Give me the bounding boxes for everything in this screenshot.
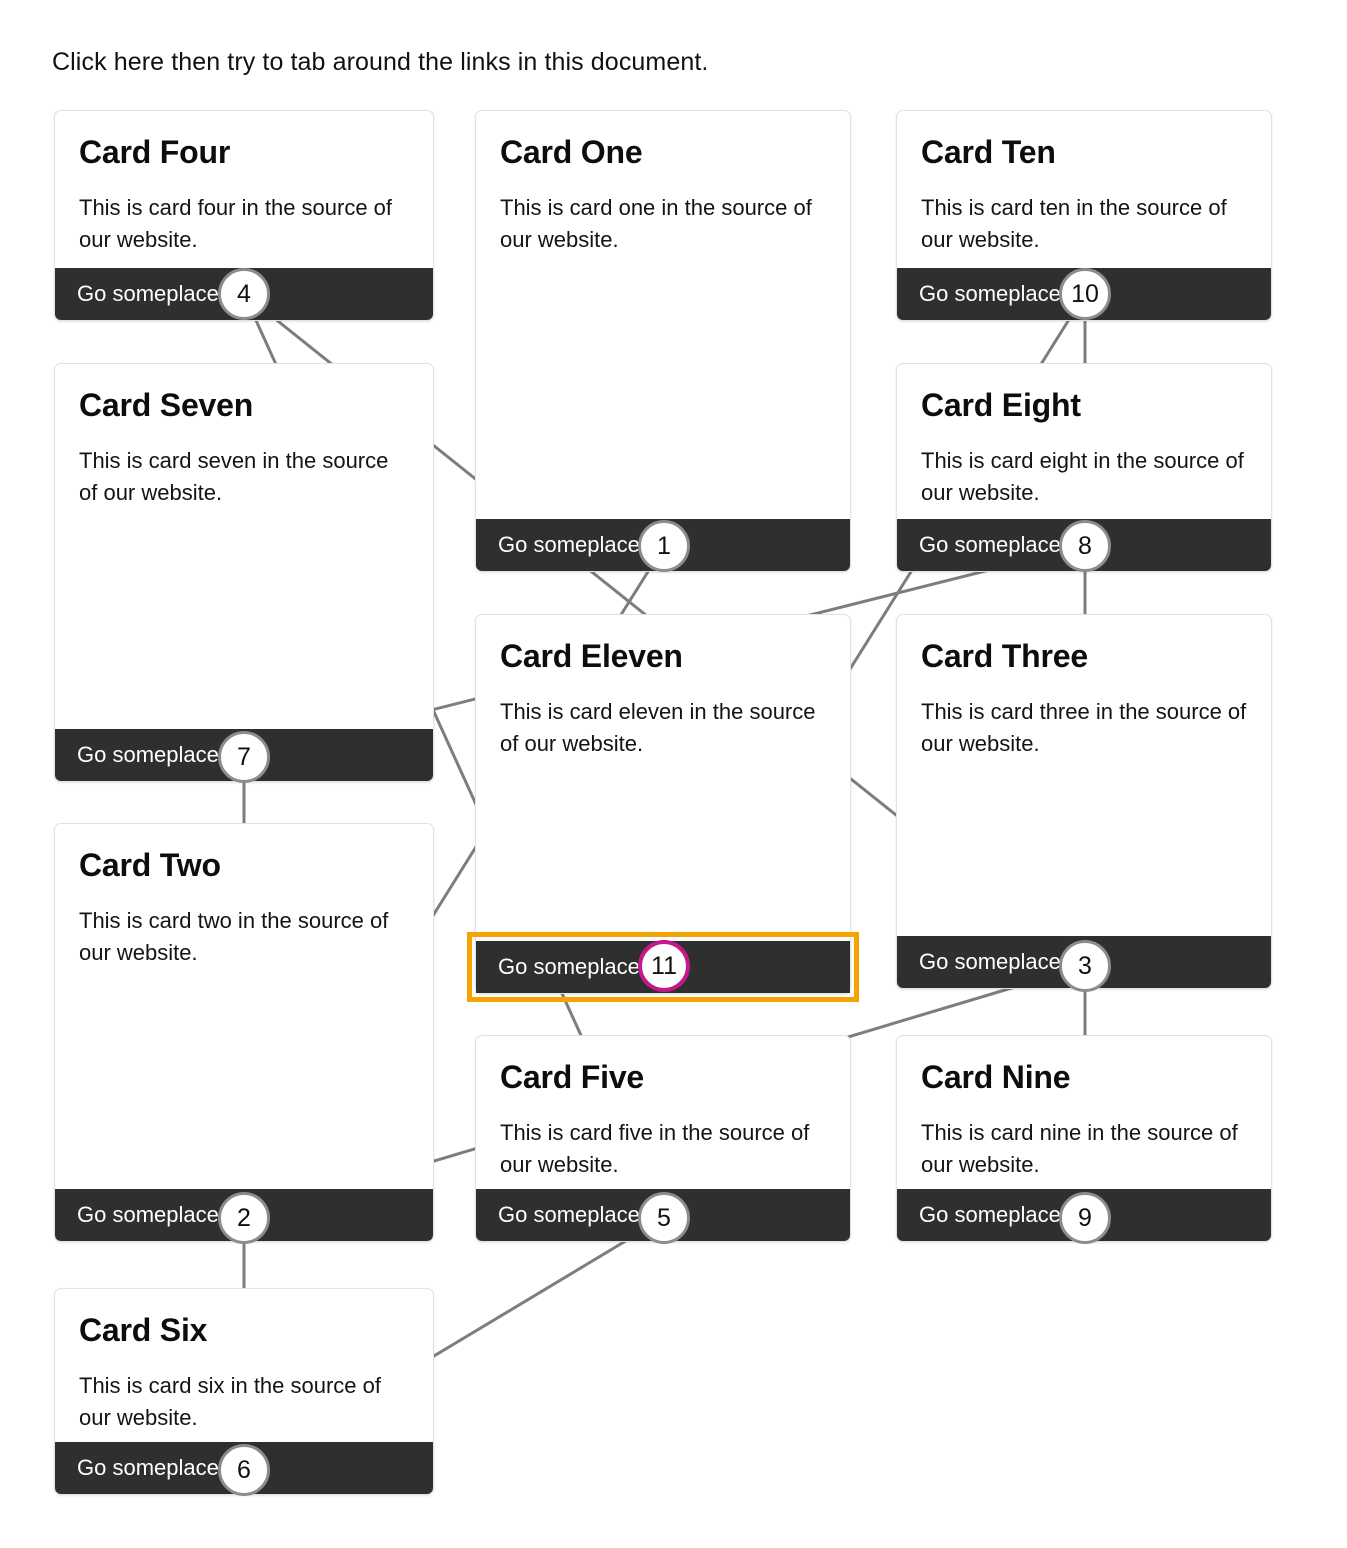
tab-order-badge-10: 10 xyxy=(1059,268,1111,320)
intro-instruction: Click here then try to tab around the li… xyxy=(52,48,709,76)
card-eight-body: This is card eight in the source of our … xyxy=(921,448,1244,506)
tab-order-badge-9: 9 xyxy=(1059,1192,1111,1244)
card-seven-body: This is card seven in the source of our … xyxy=(79,448,389,506)
card-ten-title: Card Ten xyxy=(921,134,1056,170)
card-four-body: This is card four in the source of our w… xyxy=(79,195,393,253)
card-eight-title: Card Eight xyxy=(921,387,1081,423)
card-eleven-body: This is card eleven in the source of our… xyxy=(500,699,816,757)
card-four-title: Card Four xyxy=(79,134,231,170)
tab-order-badge-2: 2 xyxy=(218,1192,270,1244)
card-five-body: This is card five in the source of our w… xyxy=(500,1120,810,1178)
card-nine-title: Card Nine xyxy=(921,1059,1071,1095)
card-two-title: Card Two xyxy=(79,847,221,883)
card-two-body: This is card two in the source of our we… xyxy=(79,908,389,966)
tab-order-badge-4: 4 xyxy=(218,268,270,320)
card-eleven-title: Card Eleven xyxy=(500,638,683,674)
tab-order-badge-8: 8 xyxy=(1059,520,1111,572)
tab-order-badge-6: 6 xyxy=(218,1444,270,1496)
card-seven-title: Card Seven xyxy=(79,387,254,423)
tab-order-badge-7: 7 xyxy=(218,731,270,783)
card-three-title: Card Three xyxy=(921,638,1088,674)
card-six-body: This is card six in the source of our we… xyxy=(79,1373,382,1431)
card-three-body: This is card three in the source of our … xyxy=(921,699,1247,757)
card-six-title: Card Six xyxy=(79,1312,208,1348)
card-one-body: This is card one in the source of our we… xyxy=(500,195,812,253)
card-five-title: Card Five xyxy=(500,1059,645,1095)
tab-order-badge-3: 3 xyxy=(1059,940,1111,992)
card-one-title: Card One xyxy=(500,134,643,170)
card-nine-body: This is card nine in the source of our w… xyxy=(921,1120,1238,1178)
tab-order-badge-11: 11 xyxy=(638,940,690,992)
tab-order-badge-5: 5 xyxy=(638,1192,690,1244)
tab-order-badge-1: 1 xyxy=(638,520,690,572)
card-ten-body: This is card ten in the source of our we… xyxy=(921,195,1227,253)
